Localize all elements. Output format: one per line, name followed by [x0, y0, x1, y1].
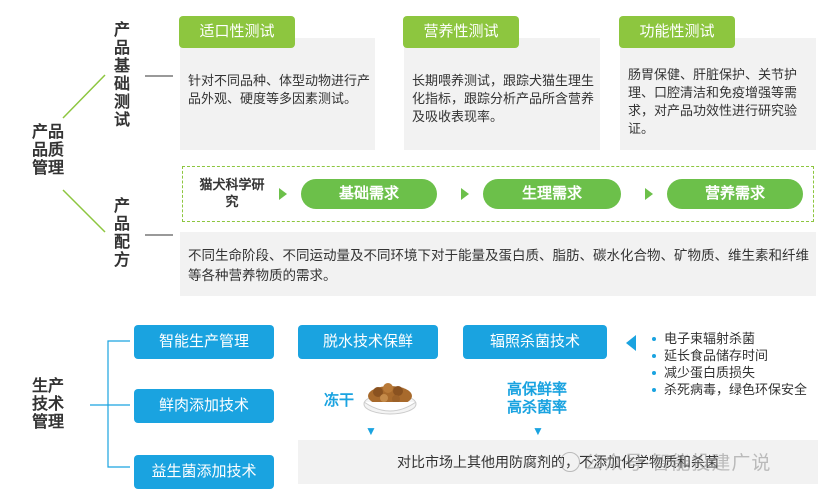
compare-box: 对比市场上其他用防腐剂的，不添加化学物质和杀菌: [298, 440, 818, 484]
bullet-item: 杀死病毒，绿色环保安全: [652, 381, 822, 398]
production-tech-label: 生产技术管理: [31, 378, 64, 431]
test-card-nutrition: 长期喂养测试，跟踪犬猫生理生化指标，跟踪分析产品所含营养及吸收表现率。: [404, 38, 600, 150]
formula-label: 产品配方: [113, 198, 130, 269]
tech-fresh-meat: 鲜肉添加技术: [134, 389, 274, 423]
quality-connector: [62, 74, 173, 236]
step-nutrition: 营养需求: [667, 179, 803, 209]
research-desc: 不同生命阶段、不同运动量及不同环境下对于能量及蛋白质、脂肪、碳水化合物、矿物质、…: [188, 248, 809, 283]
test-card-function: 肠胃保健、肝脏保护、关节护理、口腔清洁和免疫增强等需求，对产品功效性进行研究验证…: [620, 38, 816, 150]
tech-smart-production: 智能生产管理: [134, 325, 274, 359]
test-desc-nutrition: 长期喂养测试，跟踪犬猫生理生化指标，跟踪分析产品所含营养及吸收表现率。: [412, 73, 595, 124]
wechat-icon: [560, 452, 580, 472]
arrow-icon: [645, 188, 653, 200]
arrow-icon: [461, 188, 469, 200]
bullet-item: 延长食品储存时间: [652, 347, 822, 364]
test-desc-palatability: 针对不同品种、体型动物进行产品外观、硬度等多因素测试。: [188, 73, 371, 106]
arrow-down-icon: ▼: [365, 424, 377, 438]
bullet-item: 减少蛋白质损失: [652, 364, 822, 381]
research-desc-box: 不同生命阶段、不同运动量及不同环境下对于能量及蛋白质、脂肪、碳水化合物、矿物质、…: [180, 232, 816, 296]
high-sterilization: 高杀菌率: [506, 399, 567, 416]
test-title-function: 功能性测试: [619, 16, 735, 48]
bullet-item: 电子束辐射杀菌: [652, 330, 822, 347]
food-bowl-icon: [363, 383, 417, 415]
step-physiological: 生理需求: [483, 179, 621, 209]
test-card-palatability: 针对不同品种、体型动物进行产品外观、硬度等多因素测试。: [180, 38, 375, 150]
tech-probiotic: 益生菌添加技术: [134, 455, 274, 489]
radiation-result: 高保鲜率 高杀菌率: [502, 381, 572, 417]
research-label: 猫犬科学研究: [199, 177, 265, 209]
product-quality-label: 产品品质管理: [31, 124, 64, 177]
tech-dehydration: 脱水技术保鲜: [298, 325, 438, 359]
step-basic: 基础需求: [301, 179, 437, 209]
arrow-down-icon: ▼: [532, 424, 544, 438]
arrow-icon: [279, 188, 287, 200]
radiation-bullets: 电子束辐射杀菌 延长食品储存时间 减少蛋白质损失 杀死病毒，绿色环保安全: [652, 330, 822, 398]
watermark: 公众号·智能投建广说: [560, 448, 771, 475]
test-title-nutrition: 营养性测试: [403, 16, 519, 48]
high-freshness: 高保鲜率: [506, 381, 567, 398]
compare-text: 对比市场上其他用防腐剂的，不添加化学物质和杀菌: [397, 454, 719, 470]
test-title-palatability: 适口性测试: [179, 16, 295, 48]
basic-testing-label: 产品基础测试: [113, 22, 130, 129]
research-row: 猫犬科学研究 基础需求 生理需求 营养需求: [182, 166, 814, 222]
chevron-left-icon: [626, 335, 636, 351]
test-desc-function: 肠胃保健、肝脏保护、关节护理、口腔清洁和免疫增强等需求，对产品功效性进行研究验证…: [628, 67, 798, 136]
freeze-dried-label: 冻干: [324, 392, 355, 409]
tech-radiation: 辐照杀菌技术: [463, 325, 607, 359]
production-bracket: [90, 340, 130, 468]
